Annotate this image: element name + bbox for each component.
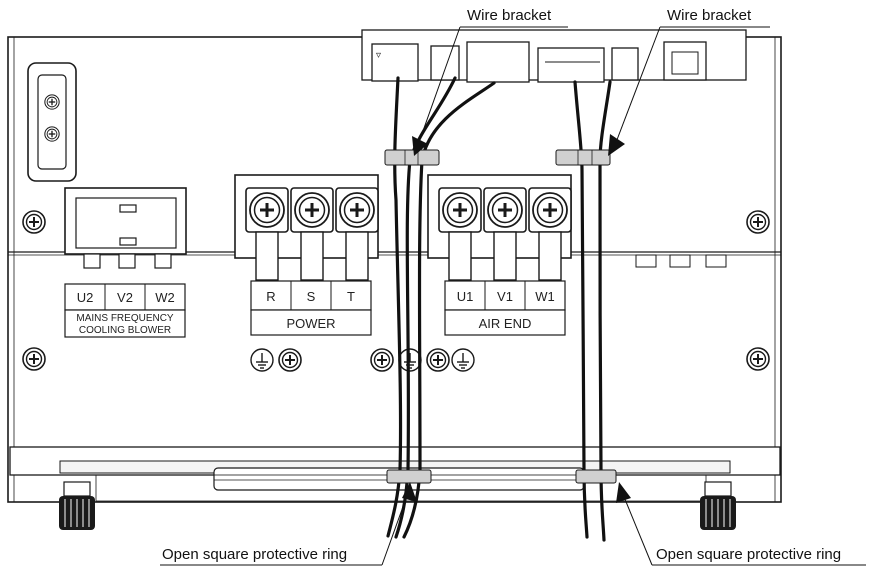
terminal-label: W1 [535, 289, 555, 304]
power-caption: POWER [286, 316, 335, 331]
callout-ring-left: Open square protective ring [160, 482, 417, 566]
screw-icon [746, 210, 770, 234]
screw-icon [370, 348, 394, 372]
cabinet-frame [7, 36, 782, 503]
airend-terminal-block [427, 174, 573, 281]
callout-label: Open square protective ring [162, 546, 347, 563]
wire-bundle-right [573, 80, 612, 542]
cabinet-feet [59, 481, 736, 530]
blower-caption: MAINS FREQUENCY [76, 313, 174, 324]
protective-ring-left [386, 469, 432, 484]
callout-label: Open square protective ring [656, 546, 841, 563]
screw-icon [278, 348, 302, 372]
callout-label: Wire bracket [667, 7, 752, 24]
ground-icon [250, 348, 274, 372]
screw-icon [426, 348, 450, 372]
terminal-label: T [347, 289, 355, 304]
airend-label-table: U1 V1 W1 AIR END [444, 280, 566, 336]
terminal-label: V1 [497, 289, 513, 304]
arrow-icon [412, 136, 428, 156]
blower-connector [64, 187, 187, 269]
callout-bracket-right: Wire bracket [608, 7, 770, 156]
arrow-icon [616, 482, 631, 503]
terminal-label: R [266, 289, 275, 304]
terminal-label: W2 [155, 290, 175, 305]
wire-bracket-right [555, 149, 611, 166]
airend-caption: AIR END [479, 316, 532, 331]
side-clips [635, 254, 727, 268]
fuse-holder [27, 62, 77, 182]
terminal-label: U2 [77, 290, 94, 305]
arrow-icon [608, 134, 625, 156]
blower-caption: COOLING BLOWER [79, 325, 171, 336]
power-label-table: R S T POWER [250, 280, 372, 336]
ground-icon [451, 348, 475, 372]
blower-label-table: U2 V2 W2 MAINS FREQUENCY COOLING BLOWER [64, 283, 186, 338]
terminal-label: U1 [457, 289, 474, 304]
callout-bracket-left: Wire bracket [412, 7, 568, 156]
terminal-label: S [307, 289, 316, 304]
power-terminal-block [234, 174, 380, 281]
ground-icon [398, 348, 422, 372]
protective-ring-right [575, 469, 617, 484]
connector-marker: ▿ [376, 50, 381, 61]
screw-icon [22, 210, 46, 234]
wire-bracket-left [384, 149, 440, 166]
screw-icon [22, 347, 46, 371]
callout-label: Wire bracket [467, 7, 552, 24]
arrow-icon [402, 482, 417, 502]
callout-ring-right: Open square protective ring [616, 482, 866, 566]
terminal-label: V2 [117, 290, 133, 305]
top-connectors: ▿ [361, 29, 747, 83]
screw-icon [746, 347, 770, 371]
